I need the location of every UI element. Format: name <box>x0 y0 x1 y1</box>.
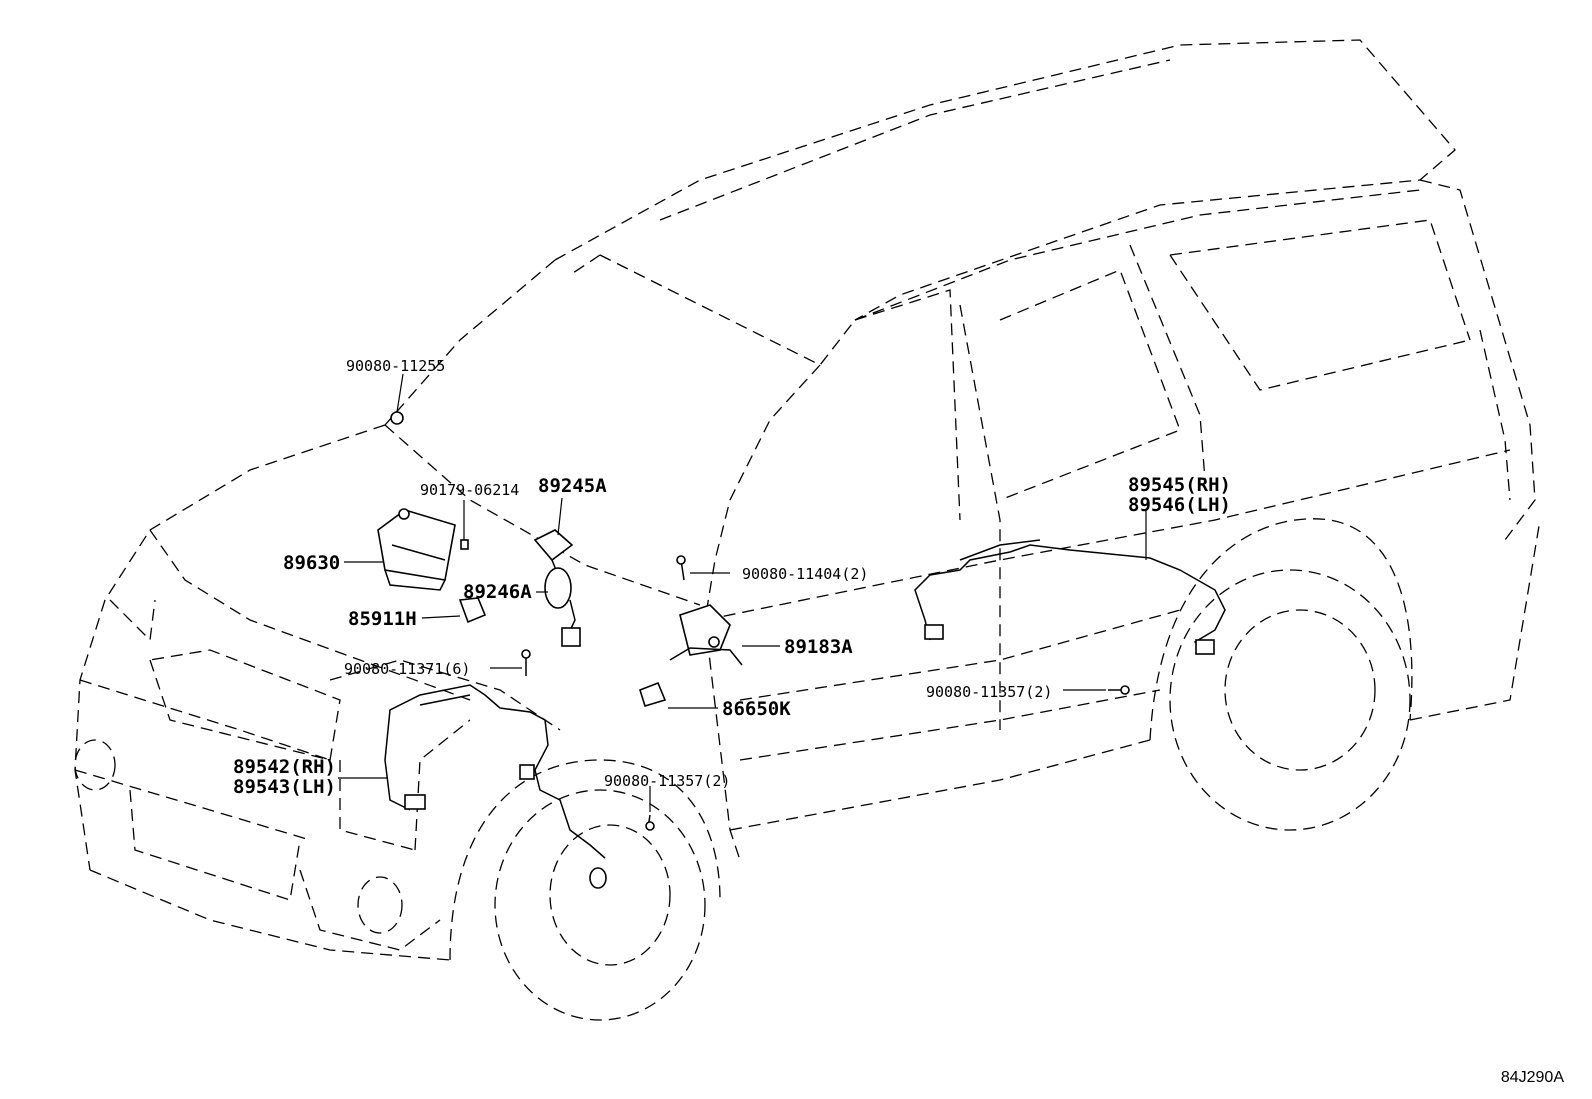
bolt-90080-11255 <box>390 411 404 425</box>
module-89183A <box>669 604 743 666</box>
callout-89246A: 89246A <box>463 581 532 603</box>
callout-86650K: 86650K <box>722 698 791 720</box>
callout-89183A: 89183A <box>784 636 853 658</box>
leader-lines <box>338 373 1147 812</box>
callout-90080-11371: 90080-11371(6) <box>344 660 470 678</box>
callout-85911H: 85911H <box>348 608 417 630</box>
callout-90080-11357-rear: 90080-11357(2) <box>926 683 1052 701</box>
coil-89246A <box>544 567 581 647</box>
callout-89630: 89630 <box>283 552 340 574</box>
callout-90080-11404: 90080-11404(2) <box>742 565 868 583</box>
relay-85911H <box>458 597 487 624</box>
front-sensor-harness-89542-89543 <box>384 684 607 889</box>
callout-89542-rh: 89542(RH) <box>233 756 336 778</box>
clip-90179-06214 <box>460 539 469 550</box>
callout-89543-lh: 89543(LH) <box>233 776 336 798</box>
callout-89546-lh: 89546(LH) <box>1128 494 1231 516</box>
callout-labels: 90080-11255 90179-06214 89245A 89630 892… <box>233 357 1231 798</box>
buzzer-86650K <box>639 681 667 707</box>
callout-90080-11255: 90080-11255 <box>346 357 445 375</box>
sensor-89245A <box>533 529 574 571</box>
wiring-parts <box>377 411 1226 889</box>
ecu-89630 <box>377 508 456 591</box>
diagram-id-label: 84J290A <box>1500 1069 1564 1086</box>
vehicle-outline <box>74 39 1541 1021</box>
callout-90080-11357-front: 90080-11357(2) <box>604 772 730 790</box>
callout-90179-06214: 90179-06214 <box>420 481 519 499</box>
rear-sensor-harness-89545-89546 <box>914 539 1226 655</box>
callout-89545-rh: 89545(RH) <box>1128 474 1231 496</box>
callout-89245A: 89245A <box>538 475 607 497</box>
